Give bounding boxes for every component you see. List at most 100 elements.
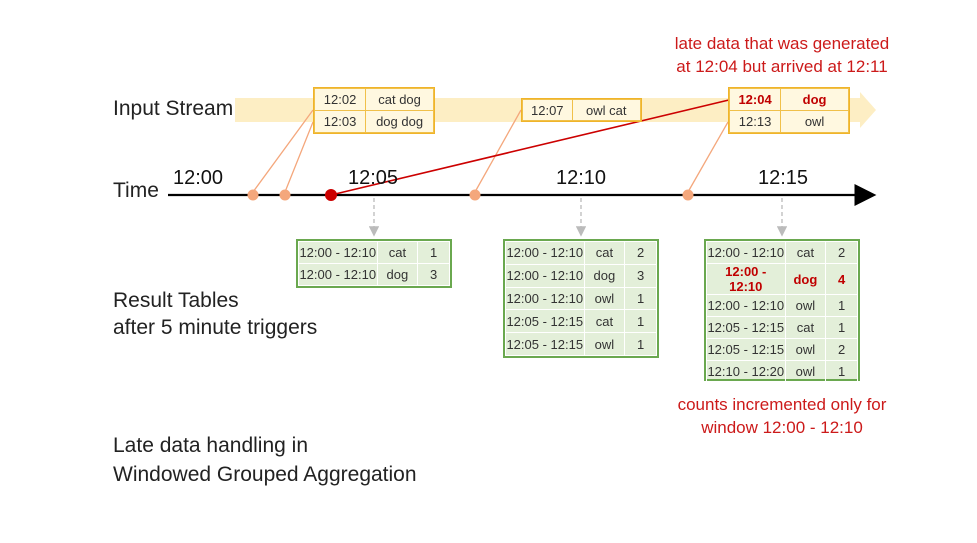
event-row: 12:13 owl — [728, 110, 849, 133]
window-cell: 12:05 - 12:15 — [706, 338, 786, 361]
event-words: cat dog — [365, 88, 434, 111]
time-label: Time — [113, 179, 159, 202]
result-tables-sublabel: after 5 minute triggers — [113, 316, 318, 339]
word-cell: cat — [583, 241, 626, 265]
count-cell: 4 — [825, 263, 858, 295]
word-cell: owl — [583, 332, 626, 356]
count-cell: 2 — [825, 338, 858, 361]
word-cell: cat — [784, 241, 827, 264]
arrival-connector — [252, 109, 314, 193]
count-cell: 2 — [624, 241, 657, 265]
count-cell: 2 — [825, 241, 858, 264]
count-cell: 1 — [624, 309, 657, 334]
event-words: owl — [780, 110, 849, 133]
count-cell: 3 — [624, 263, 657, 288]
input-event-box: 12:04 dog 12:13 owl — [728, 87, 850, 134]
window-cell: 12:05 - 12:15 — [505, 309, 585, 334]
window-cell: 12:00 - 12:10 — [298, 263, 378, 286]
arrival-dot — [469, 189, 481, 201]
window-cell: 12:05 - 12:15 — [706, 316, 786, 339]
count-cell: 1 — [624, 286, 657, 311]
count-cell: 1 — [624, 332, 657, 356]
word-cell: dog — [784, 263, 827, 295]
event-time: 12:02 — [313, 88, 367, 111]
window-cell: 12:10 - 12:20 — [706, 360, 786, 383]
window-cell: 12:00 - 12:10 — [298, 241, 378, 264]
arrival-dot — [247, 189, 259, 201]
window-cell: 12:00 - 12:10 — [706, 241, 786, 264]
counts-note: counts incremented only for window 12:00… — [652, 394, 912, 440]
word-cell: owl — [784, 338, 827, 361]
counts-note-line: window 12:00 - 12:10 — [701, 417, 863, 437]
arrival-dot — [682, 189, 694, 201]
late-event-dot — [325, 189, 337, 201]
word-cell: cat — [583, 309, 626, 334]
arrival-connector — [284, 121, 314, 193]
event-row: 12:03 dog dog — [313, 110, 434, 133]
count-cell: 1 — [825, 316, 858, 339]
count-cell: 3 — [417, 263, 450, 286]
window-cell: 12:00 - 12:10 — [706, 263, 786, 295]
window-cell: 12:05 - 12:15 — [505, 332, 585, 356]
tick-label: 12:10 — [556, 167, 607, 189]
window-cell: 12:00 - 12:10 — [706, 294, 786, 317]
late-data-note: late data that was generated at 12:04 bu… — [652, 33, 912, 79]
diagram-title: Late data handling in — [113, 434, 308, 457]
late-data-note-line: late data that was generated — [674, 34, 890, 53]
result-tables-label: Result Tables — [113, 289, 239, 312]
late-data-note-line: at 12:04 but arrived at 12:11 — [676, 56, 888, 76]
diagram-title-line-2: Windowed Grouped Aggregation — [113, 463, 417, 486]
arrival-connector — [474, 109, 522, 193]
late-event-time: 12:04 — [728, 88, 782, 111]
event-row: 12:07 owl cat — [522, 99, 642, 121]
word-cell: dog — [376, 263, 419, 286]
event-time: 12:13 — [728, 110, 782, 133]
tick-label: 12:00 — [173, 167, 224, 189]
word-cell: owl — [784, 360, 827, 383]
late-data-line — [330, 98, 734, 196]
word-cell: owl — [784, 294, 827, 317]
word-cell: dog — [583, 263, 626, 288]
tick-label: 12:15 — [758, 167, 809, 189]
window-cell: 12:00 - 12:10 — [505, 241, 585, 265]
event-row: 12:02 cat dog — [313, 88, 434, 111]
count-cell: 1 — [825, 360, 858, 383]
arrival-connector — [687, 121, 729, 193]
input-stream-label: Input Stream — [113, 97, 234, 120]
event-time: 12:03 — [313, 110, 367, 133]
window-cell: 12:00 - 12:10 — [505, 286, 585, 311]
tick-label: 12:05 — [348, 167, 399, 189]
word-cell: cat — [376, 241, 419, 264]
event-time: 12:07 — [522, 99, 573, 121]
count-cell: 1 — [825, 294, 858, 317]
window-cell: 12:00 - 12:10 — [505, 263, 585, 288]
count-cell: 1 — [417, 241, 450, 264]
event-row: 12:04 dog — [728, 88, 849, 111]
counts-note-line: counts incremented only for — [677, 395, 887, 414]
word-cell: owl — [583, 286, 626, 311]
event-words: dog dog — [365, 110, 434, 133]
late-event-words: dog — [780, 88, 849, 111]
input-event-box: 12:02 cat dog 12:03 dog dog — [313, 87, 435, 134]
word-cell: cat — [784, 316, 827, 339]
